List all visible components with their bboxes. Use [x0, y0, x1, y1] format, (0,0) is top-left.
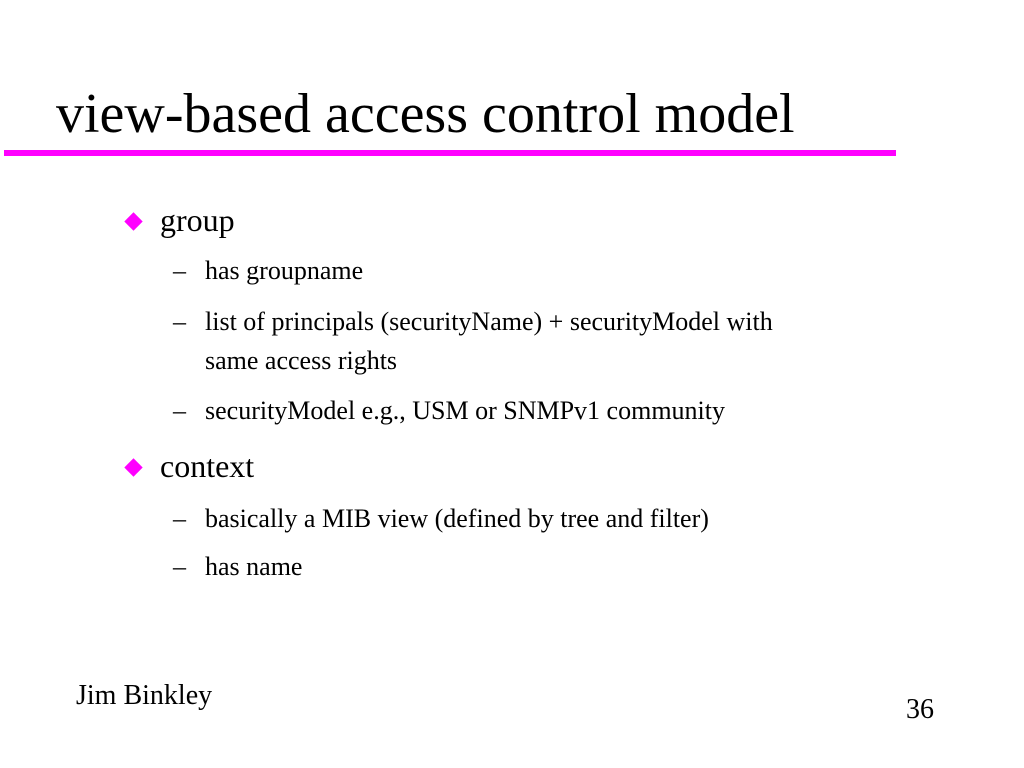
- diamond-icon: [124, 212, 143, 231]
- page-number: 36: [906, 694, 934, 725]
- sub-item-list-of-principals-line1: list of principals (securityName) + secu…: [205, 307, 773, 336]
- dash-icon: –: [173, 396, 186, 425]
- sub-item-list-of-principals-line2: same access rights: [205, 346, 398, 375]
- bullet-item-context: context: [160, 448, 255, 484]
- title-underline: [4, 150, 896, 156]
- dash-icon: –: [173, 504, 186, 533]
- dash-icon: –: [173, 552, 186, 581]
- sub-item-has-groupname: has groupname: [205, 256, 364, 285]
- diamond-icon: [124, 458, 143, 477]
- footer-author: Jim Binkley: [76, 680, 213, 711]
- slide-title: view-based access control model: [56, 83, 795, 145]
- sub-item-securitymodel: securityModel e.g., USM or SNMPv1 commun…: [205, 396, 725, 425]
- sub-item-has-name: has name: [205, 552, 303, 581]
- bullet-item-group: group: [160, 202, 235, 238]
- dash-icon: –: [173, 256, 186, 285]
- dash-icon: –: [173, 307, 186, 336]
- sub-item-mib-view: basically a MIB view (defined by tree an…: [205, 504, 709, 533]
